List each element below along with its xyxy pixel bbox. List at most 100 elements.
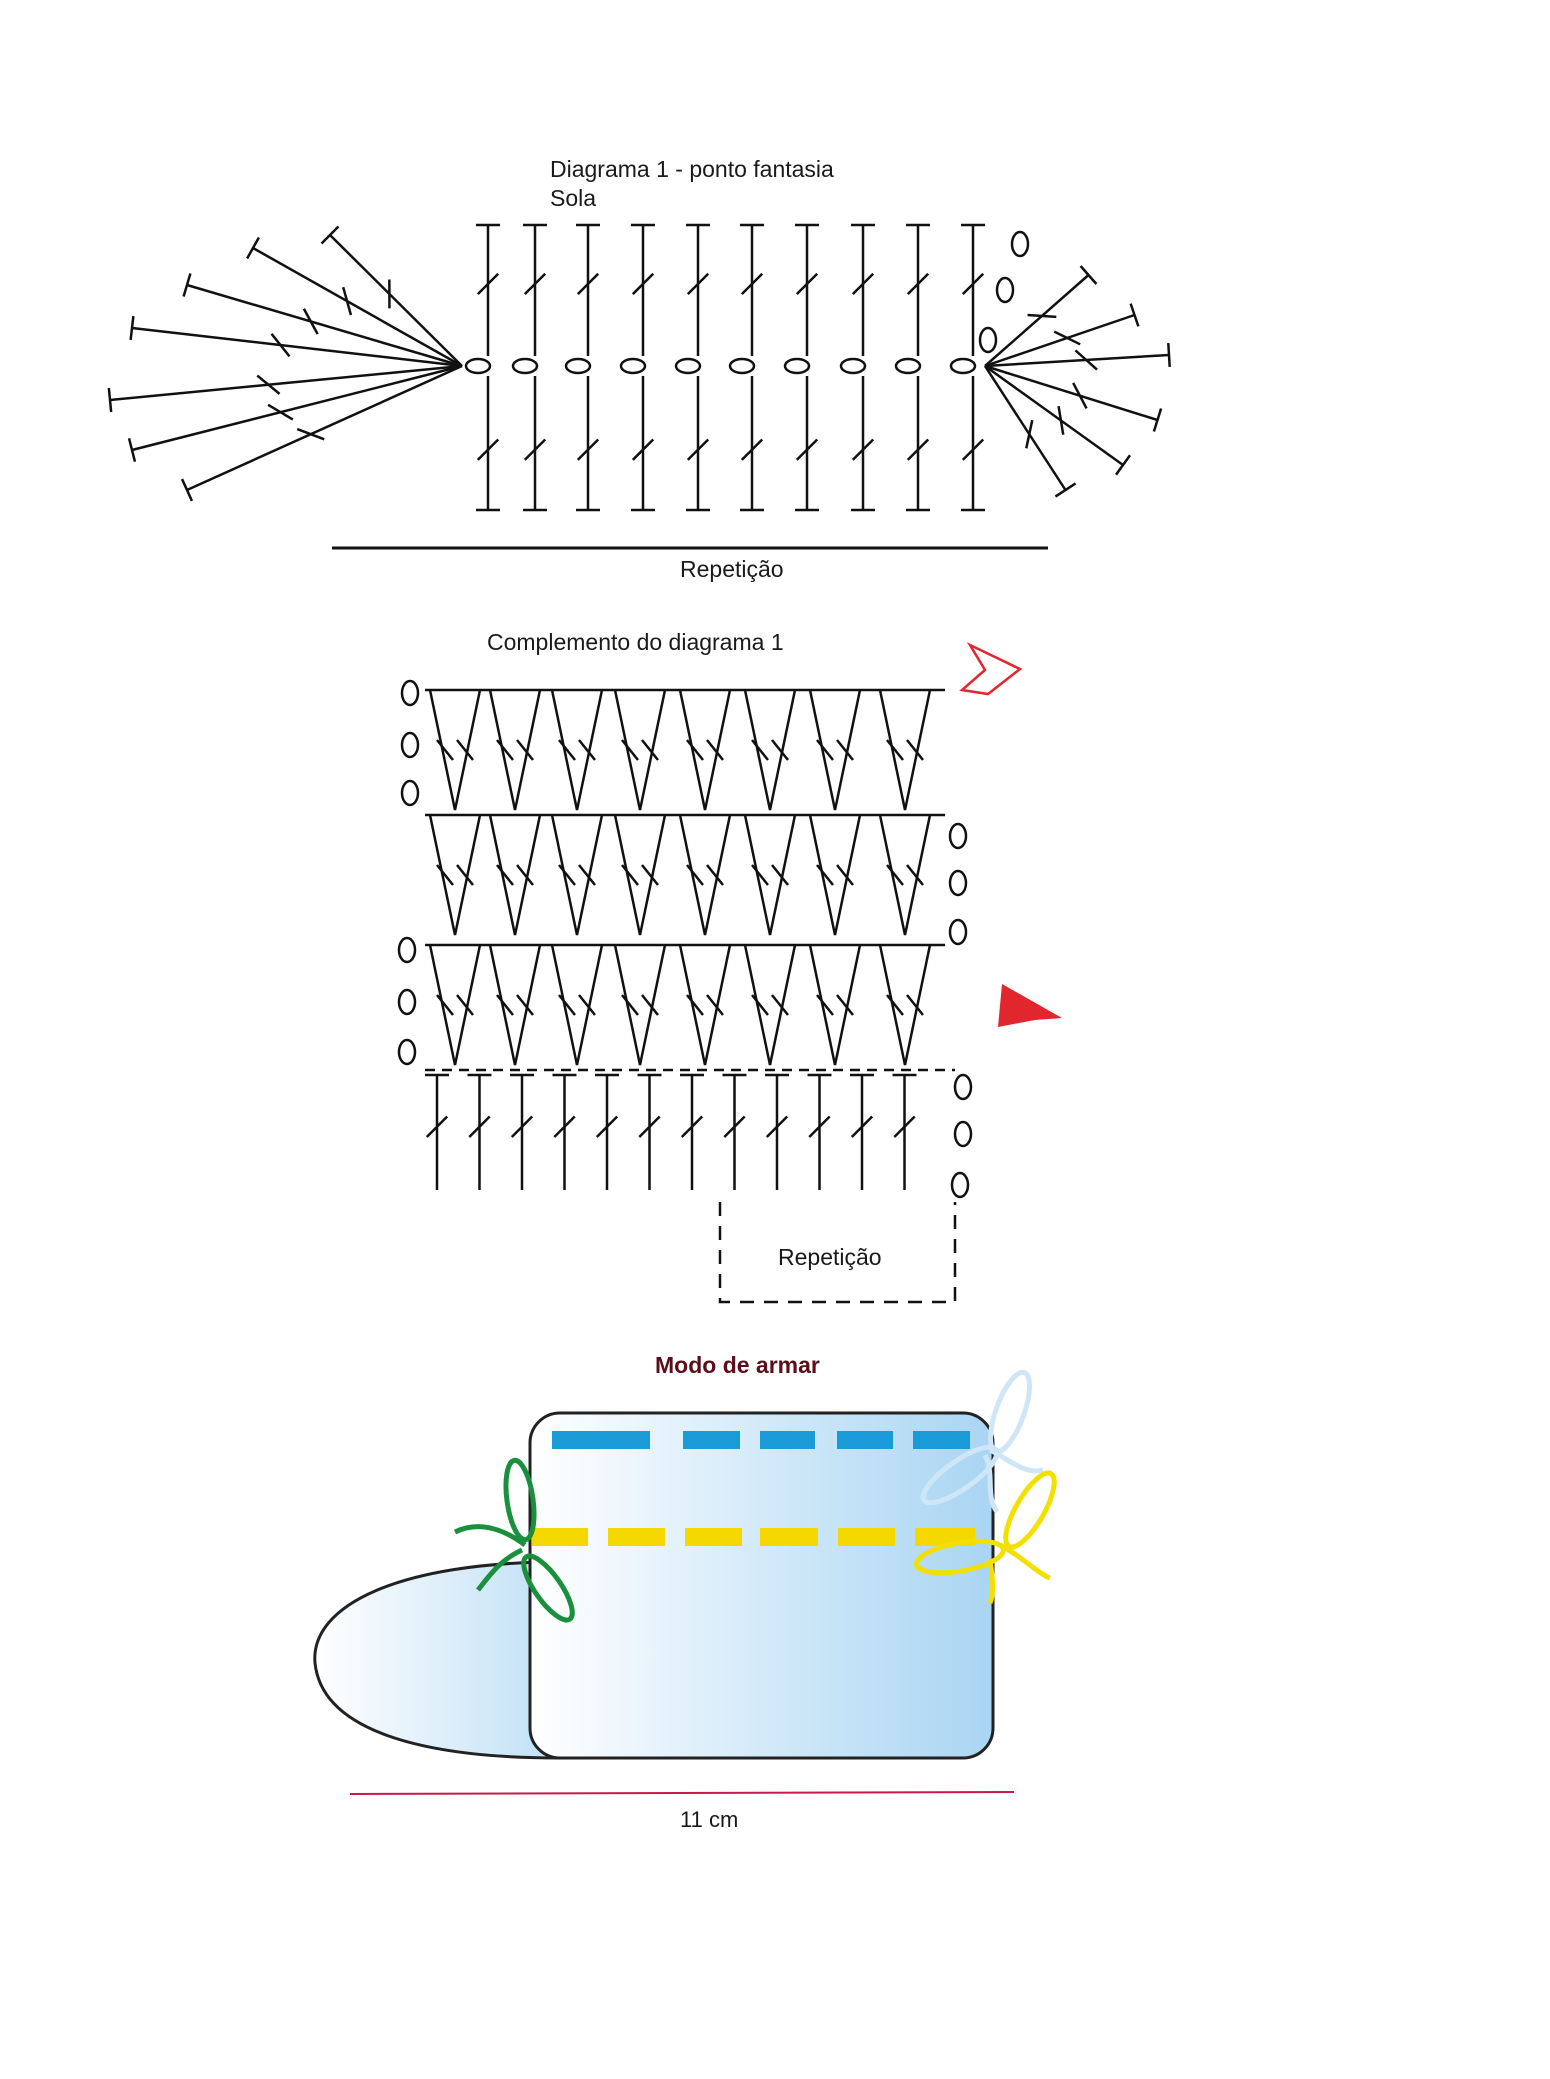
red-solid-arrow-icon [998,984,1062,1027]
stitch-tick [751,994,769,1016]
stitch-bar [1152,408,1163,432]
chain-oval [564,357,592,375]
stitch-tick [836,994,854,1016]
stitch-bar [182,273,192,297]
chain-oval [397,1038,417,1066]
stitch-tick [576,272,600,296]
stitch-tick [558,864,576,886]
stitch-tick [906,272,930,296]
stitch-bar [1079,265,1098,285]
stitch-stem [984,364,1158,422]
stitch-tick [771,739,789,761]
stitch-tick [1053,330,1081,346]
stitch-tick [706,864,724,886]
stitch-tick [516,994,534,1016]
stitch-tick [686,739,704,761]
stitch-tick [621,864,639,886]
stitch-tick [686,272,710,296]
chain-oval [397,936,417,964]
stitch-bar [129,315,135,341]
v-stitch [878,944,932,1066]
stitch-bar [1167,342,1171,368]
stitch-stem [984,353,1170,368]
stitch-tick [476,272,500,296]
stitch-tick [851,438,875,461]
v-stitch [878,689,932,811]
stitch-tick [740,272,764,296]
stitch-tick [1072,382,1088,410]
stitch-tick [456,864,474,886]
stitch-tick [558,994,576,1016]
stitch-tick [836,864,854,886]
assembly-illustration [313,1369,1057,1795]
stitch-tick [751,864,769,886]
stitch-tick [553,1115,576,1138]
chain-oval [783,357,811,375]
v-stitch [808,689,862,811]
stitch-tick [836,739,854,761]
stitch-tick [436,864,454,886]
chain-oval [948,869,968,897]
measure-label: 11 cm [680,1807,739,1832]
diagram1-subtitle: Sola [550,185,597,211]
stitch-tick [886,864,904,886]
v-stitch [550,944,604,1066]
stitch-tick [686,438,710,461]
stitch-stem [131,364,463,452]
chain-oval [953,1073,973,1101]
stitch-tick [686,864,704,886]
stitch-tick [270,333,291,358]
stitch-tick [516,739,534,761]
chain-oval [400,731,420,759]
chain-oval [948,822,968,850]
stitch-tick [267,403,294,421]
stitch-tick [816,864,834,886]
v-stitch [743,814,797,936]
chain-oval [619,357,647,375]
stitch-tick [468,1115,491,1138]
chain-oval [400,779,420,807]
stitch-stem [983,365,1067,491]
stitch-tick [961,438,985,461]
stitch-tick [341,286,353,316]
stitch-tick [496,864,514,886]
v-stitch [550,814,604,936]
chain-oval [400,679,420,707]
stitch-stem [984,313,1135,368]
stitch-tick [631,272,655,296]
stitch-tick [1057,406,1065,435]
red-outline-arrow-icon [959,642,1023,696]
v-stitch [613,814,667,936]
stitch-bar [1114,454,1132,476]
stitch-tick [771,994,789,1016]
v-stitch [613,689,667,811]
stitch-tick [641,739,659,761]
stitch-tick [595,1115,619,1138]
stitch-tick [906,438,930,461]
stitch-bar [107,387,113,413]
v-stitch [743,689,797,811]
v-stitch [428,814,482,936]
stitch-tick [906,864,924,886]
stitch-tick [795,272,819,296]
stitch-tick [751,739,769,761]
stitch-tick [456,994,474,1016]
stitch-tick [302,308,319,335]
stitch-tick [436,994,454,1016]
yellow-tie-icon [914,1470,1057,1604]
stitch-stem [131,326,463,368]
v-stitch [613,944,667,1066]
sole-stitch-diagram [107,223,1171,512]
complement-title: Complemento do diagrama 1 [487,629,784,655]
measure-line [349,1791,1015,1795]
v-stitch [743,944,797,1066]
stitch-tick [906,994,924,1016]
stitch-bar [1054,482,1077,498]
stitch-stem [186,364,463,492]
chain-oval [674,357,702,375]
stitch-tick [723,1115,746,1138]
stitch-tick [496,994,514,1016]
stitch-tick [706,739,724,761]
stitch-tick [771,864,789,886]
